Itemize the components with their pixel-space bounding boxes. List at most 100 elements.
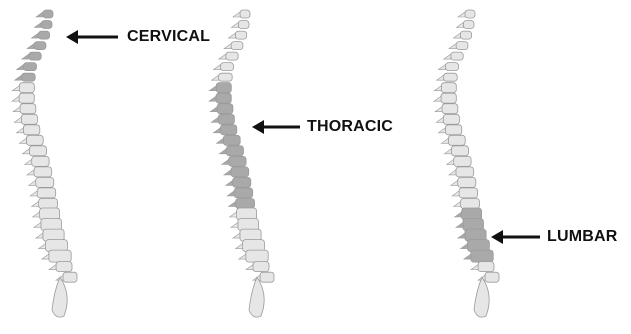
vertebra: [456, 42, 468, 50]
vertebra: [451, 146, 468, 156]
spine-lumbar-view: [434, 10, 499, 317]
spinous-process: [458, 12, 465, 17]
spinous-process: [226, 180, 233, 185]
spinous-process: [456, 23, 463, 28]
vertebra: [29, 52, 41, 60]
spinous-process: [213, 128, 220, 133]
spinous-process: [33, 212, 40, 217]
arrow-head: [66, 30, 78, 44]
arrow-head: [491, 230, 503, 244]
spinous-process: [212, 75, 219, 80]
spinous-process: [464, 254, 471, 259]
vertebra: [460, 31, 471, 39]
vertebra: [446, 63, 459, 71]
vertebra: [443, 114, 459, 124]
spinous-process: [39, 244, 46, 249]
spinous-process: [461, 244, 468, 249]
vertebra: [238, 219, 259, 231]
spine-cervical-view: [12, 10, 77, 317]
vertebra: [240, 10, 250, 18]
vertebra: [20, 104, 36, 114]
spinous-process: [210, 107, 217, 112]
vertebra: [238, 21, 249, 29]
spinous-process: [222, 159, 229, 164]
vertebra: [485, 272, 499, 282]
spinous-process: [229, 202, 236, 207]
vertebra: [236, 199, 255, 209]
vertebra: [458, 177, 476, 187]
vertebra: [233, 177, 251, 187]
spinous-process: [25, 159, 32, 164]
vertebra: [37, 188, 56, 198]
vertebra: [220, 125, 236, 135]
vertebra: [26, 135, 43, 145]
spinous-process: [449, 170, 456, 175]
label-thoracic: THORACIC: [307, 118, 393, 136]
spinous-process: [454, 202, 461, 207]
vertebra: [471, 250, 493, 262]
spinous-process: [435, 107, 442, 112]
spinous-process: [246, 265, 253, 270]
sacrum: [249, 277, 264, 317]
vertebra: [246, 250, 268, 262]
vertebra: [441, 83, 456, 93]
spinous-process: [49, 265, 56, 270]
spine-thoracic-view: [209, 10, 274, 317]
spinous-process: [12, 86, 19, 91]
spinous-process: [444, 54, 451, 59]
spinous-process: [31, 33, 38, 38]
spinous-process: [458, 233, 465, 238]
spinous-process: [231, 23, 238, 28]
spinous-process: [227, 191, 234, 196]
spinous-process: [451, 180, 458, 185]
vertebra: [445, 125, 461, 135]
vertebra: [34, 167, 52, 177]
spinous-process: [12, 96, 19, 101]
arrow-thoracic: [252, 120, 300, 134]
vertebra: [32, 156, 49, 166]
vertebra: [63, 272, 77, 282]
spinous-process: [22, 54, 29, 59]
vertebra: [221, 63, 234, 71]
vertebra: [216, 83, 231, 93]
vertebra: [29, 146, 46, 156]
spinous-process: [224, 44, 231, 49]
vertebra: [24, 63, 37, 71]
sacrum: [52, 277, 67, 317]
vertebra: [454, 156, 471, 166]
vertebra: [226, 52, 238, 60]
vertebra: [253, 262, 269, 272]
spinous-process: [455, 212, 462, 217]
spinous-process: [436, 117, 443, 122]
spinous-process: [233, 12, 240, 17]
vertebra: [441, 93, 456, 103]
spinous-process: [17, 65, 24, 70]
vertebra: [217, 104, 233, 114]
spinous-process: [219, 149, 226, 154]
vertebra: [444, 73, 458, 81]
vertebra: [56, 262, 72, 272]
spinous-process: [449, 44, 456, 49]
spinous-process: [27, 44, 34, 49]
arrow-lumbar: [491, 230, 540, 244]
spinous-process: [36, 233, 43, 238]
spinous-process: [239, 254, 246, 259]
vertebra: [19, 83, 34, 93]
vertebra: [23, 125, 39, 135]
spinous-process: [219, 54, 226, 59]
vertebra: [456, 167, 474, 177]
arrow-head: [252, 120, 264, 134]
spinous-process: [434, 86, 441, 91]
vertebra: [451, 52, 463, 60]
spinous-process: [453, 33, 460, 38]
spinous-process: [230, 212, 237, 217]
spinous-process: [209, 96, 216, 101]
spinous-process: [214, 65, 221, 70]
spinous-process: [34, 23, 41, 28]
vertebra: [463, 219, 484, 231]
spinous-process: [236, 244, 243, 249]
spinous-process: [452, 191, 459, 196]
arrow-cervical: [66, 30, 118, 44]
